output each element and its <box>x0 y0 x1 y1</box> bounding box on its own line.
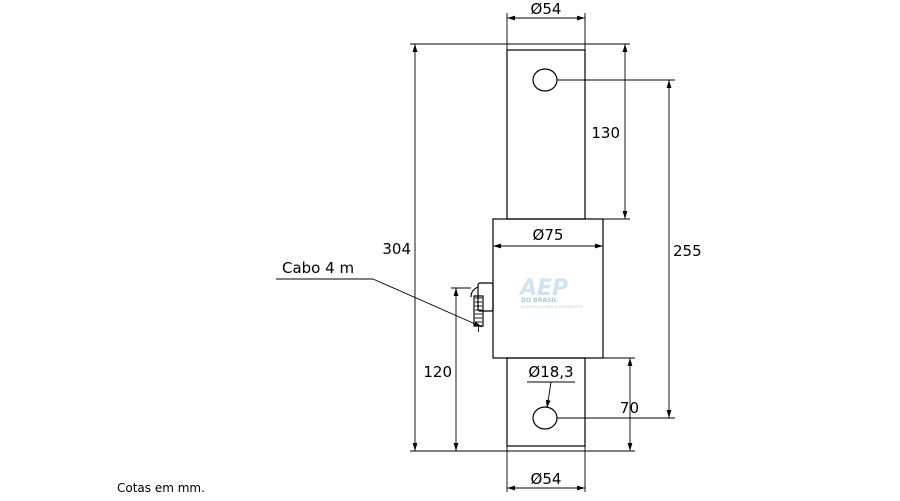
dim-total-length: 304 <box>382 43 507 452</box>
cable-connector <box>470 282 494 332</box>
lower-hole <box>532 406 558 430</box>
bottom-diameter-label: Ø54 <box>531 470 562 488</box>
lower-length-label: 120 <box>423 363 452 381</box>
part-outline <box>492 43 604 452</box>
top-diameter-label: Ø54 <box>531 0 562 18</box>
dim-bottom-diameter: Ø54 <box>506 451 586 492</box>
dim-body-diameter: Ø75 <box>493 226 603 249</box>
dim-hole-offset: 70 <box>585 357 639 452</box>
cable-label: Cabo 4 m <box>282 259 354 277</box>
hole-diameter-label: Ø18,3 <box>528 363 573 381</box>
upper-length-label: 130 <box>591 124 620 142</box>
total-length-label: 304 <box>382 240 411 258</box>
body-diameter-label: Ø75 <box>533 226 564 244</box>
cable-leader: Cabo 4 m <box>276 259 483 328</box>
logo-sub-text: DO BRASIL <box>521 297 558 304</box>
upper-hole <box>532 68 558 92</box>
dim-top-diameter: Ø54 <box>506 0 586 44</box>
hole-spacing-label: 255 <box>673 242 702 260</box>
logo-main-text: AEP <box>518 276 568 301</box>
upper-shaft <box>506 49 586 220</box>
dim-upper-length: 130 <box>585 43 630 220</box>
dim-lower-length: 120 <box>423 287 471 451</box>
hole-offset-label: 70 <box>620 399 639 417</box>
lower-shaft <box>506 357 586 447</box>
units-note: Cotas em mm. <box>117 481 205 495</box>
brand-logo: AEP DO BRASIL ACESSÓRIOS PARA EQUIPAMENT… <box>518 276 583 309</box>
dim-hole-spacing: 255 <box>557 79 702 419</box>
logo-tagline: ACESSÓRIOS PARA EQUIPAMENTOS <box>521 304 583 309</box>
dim-hole-diameter: Ø18,3 <box>527 363 575 409</box>
